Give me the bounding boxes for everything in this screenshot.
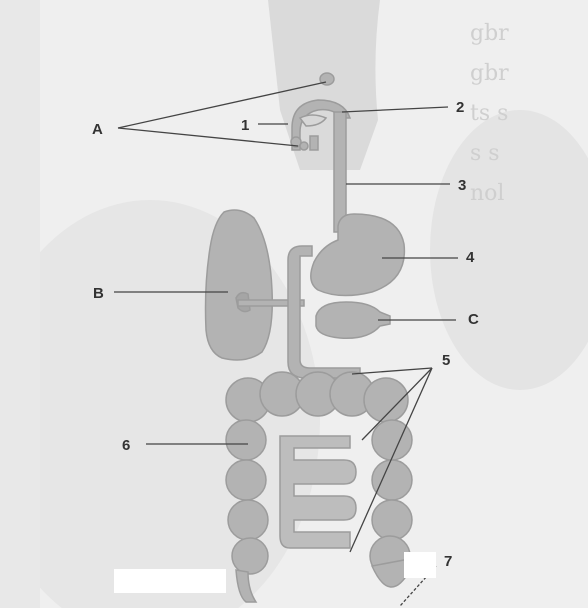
label-2: 2	[456, 99, 464, 116]
svg-text:s s: s s	[470, 141, 500, 166]
label-a: A	[92, 121, 103, 138]
svg-text:ts s: ts s	[470, 101, 508, 126]
esophagus	[334, 112, 346, 232]
svg-text:gbr: gbr	[470, 61, 509, 86]
label-6: 6	[122, 437, 130, 454]
label-b: B	[93, 285, 104, 302]
blank-answer-box-left	[114, 569, 226, 593]
blank-answer-box-right	[404, 552, 436, 578]
svg-text:gbr: gbr	[470, 21, 509, 46]
label-3: 3	[458, 177, 466, 194]
label-7: 7	[444, 553, 452, 570]
liver	[206, 210, 273, 360]
label-5: 5	[442, 352, 450, 369]
svg-text:nol: nol	[470, 181, 504, 206]
label-4: 4	[466, 249, 475, 266]
label-c: C	[468, 311, 479, 328]
label-1: 1	[241, 117, 249, 134]
